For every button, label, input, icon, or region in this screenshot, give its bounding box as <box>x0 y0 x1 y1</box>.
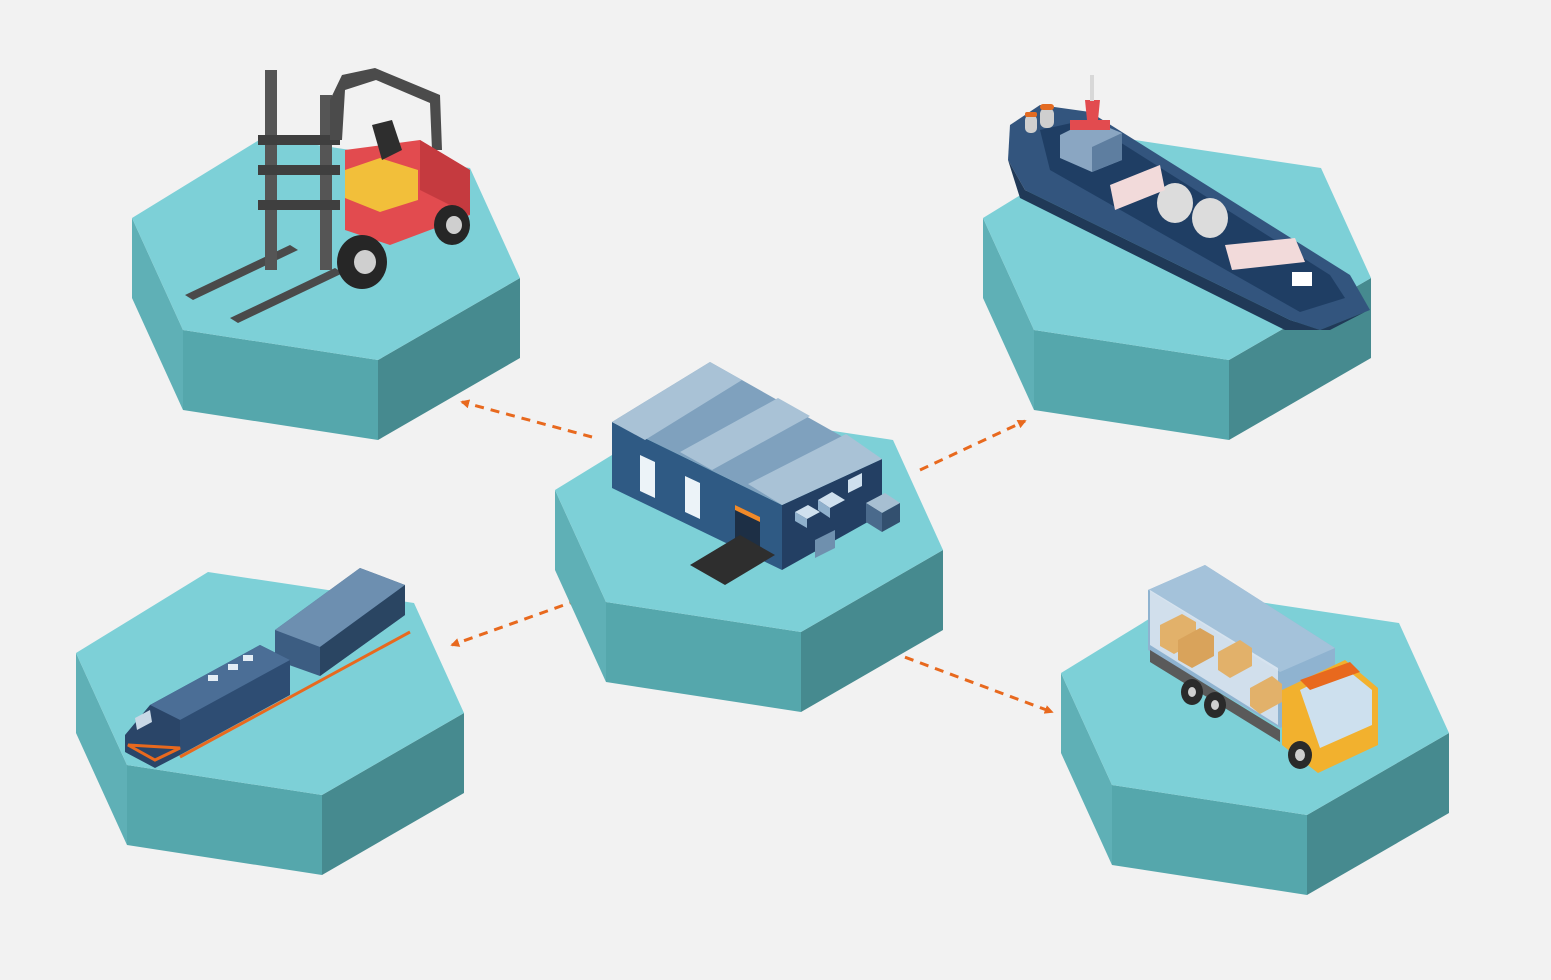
warehouse-icon <box>612 362 900 585</box>
connection-arrows <box>450 399 1054 714</box>
arrow-warehouse-to-forklift <box>460 399 593 439</box>
arrow-warehouse-to-freight-train <box>450 598 579 647</box>
cargo-ship-icon <box>1008 75 1370 330</box>
arrow-warehouse-to-cargo-ship <box>919 419 1027 472</box>
forklift-icon <box>185 68 470 323</box>
freight-train-icon <box>125 568 411 768</box>
delivery-truck-icon <box>1148 565 1378 773</box>
